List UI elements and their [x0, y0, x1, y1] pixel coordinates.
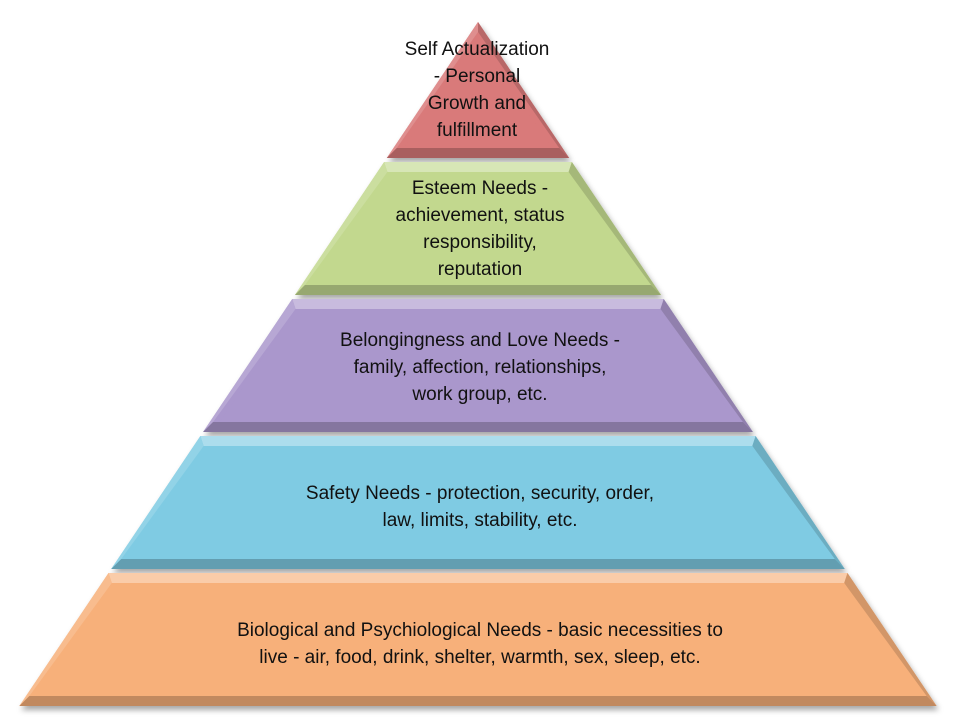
tier-bevel-bottom [203, 422, 753, 432]
tier-bevel-top [108, 573, 848, 583]
tier-bevel-top [292, 299, 664, 309]
level-safety-text: Safety Needs - protection, security, ord… [200, 480, 760, 534]
tier-face [127, 446, 829, 559]
tier-bevel-right [660, 299, 753, 432]
tier-bevel-left [294, 162, 388, 295]
tier-belongingness [203, 299, 753, 432]
tier-bevel-bottom [386, 148, 570, 158]
label-line: law, limits, stability, etc. [382, 510, 578, 531]
label-line: family, affection, relationships, [353, 357, 607, 378]
tier-bevel-right [478, 22, 570, 158]
tier-bevel-bottom [294, 285, 662, 295]
tier-face [403, 42, 553, 148]
label-line: - Personal [433, 66, 521, 87]
label-line: responsibility, [423, 232, 537, 253]
level-esteem-text: Esteem Needs - achievement, status respo… [330, 175, 630, 283]
tier-biological [19, 573, 937, 706]
tier-bevel-right [844, 573, 937, 706]
tier-bevel-bottom [111, 559, 845, 569]
tier-esteem [294, 162, 662, 295]
tier-bevel-left [203, 299, 296, 432]
label-line: Belongingness and Love Needs - [340, 330, 620, 351]
label-line: Biological and Psychiological Needs - ba… [237, 620, 723, 641]
label-line: fulfillment [436, 120, 518, 141]
level-self-actualization-text: Self Actualization - Personal Growth and… [370, 36, 584, 144]
tier-bevel-bottom [19, 696, 937, 706]
level-belongingness-text: Belongingness and Love Needs - family, a… [260, 327, 700, 408]
label-line: Self Actualization [404, 39, 550, 60]
label-line: achievement, status [395, 205, 565, 226]
label-line: live - air, food, drink, shelter, warmth… [259, 647, 701, 668]
tier-bevel-right [752, 436, 845, 569]
tier-bevel-left [19, 573, 112, 706]
tier-bevel-top [384, 162, 572, 172]
tier-bevel-left [386, 22, 478, 158]
label-line: Safety Needs - protection, security, ord… [305, 483, 655, 504]
label-line: Growth and [427, 93, 527, 114]
label-line: reputation [437, 259, 523, 280]
tier-bevel-left [111, 436, 204, 569]
level-biological-text: Biological and Psychiological Needs - ba… [120, 617, 840, 671]
label-line: work group, etc. [412, 384, 548, 405]
tier-self-actualization [386, 22, 570, 158]
tier-safety [111, 436, 845, 569]
tier-bevel-top [200, 436, 756, 446]
tier-face [36, 583, 920, 696]
label-line: Esteem Needs - [411, 178, 549, 199]
tier-face [311, 172, 645, 285]
tier-bevel-right [568, 162, 662, 295]
tier-face [219, 309, 737, 422]
